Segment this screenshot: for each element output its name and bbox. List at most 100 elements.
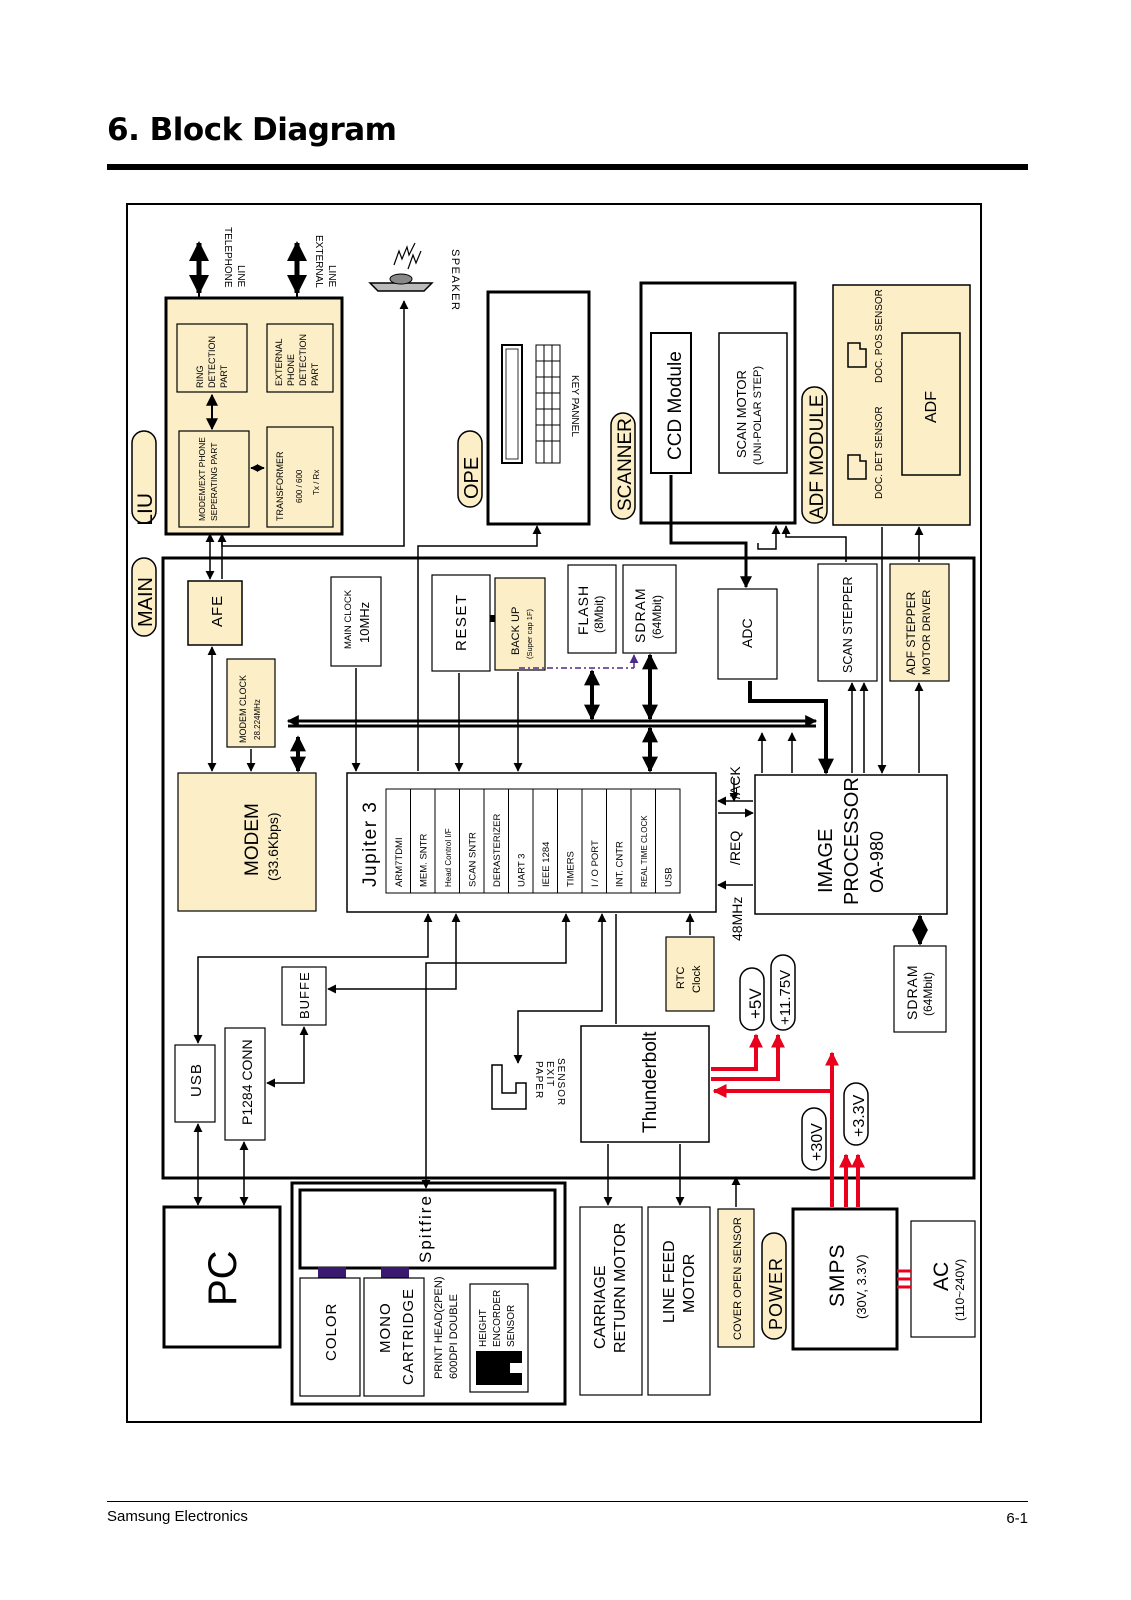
liu-section-tag xyxy=(131,430,157,524)
rtc-clock xyxy=(665,936,715,1012)
speaker-label: SPEAKER xyxy=(449,249,461,311)
svg-text:PHONE: PHONE xyxy=(286,354,296,386)
svg-text:ADF STEPPER: ADF STEPPER xyxy=(904,591,918,675)
external-line-label: EXTERNAL LINE xyxy=(313,235,337,288)
page-title: 6. Block Diagram xyxy=(107,112,397,148)
backup-supercap xyxy=(494,577,546,671)
ope-section-label: OPE xyxy=(461,457,483,499)
block-diagram: TELEPHONE LINE EXTERNAL LINE SPEAKER LIU… xyxy=(126,203,982,1423)
svg-text:(30V, 3.3V): (30V, 3.3V) xyxy=(854,1254,869,1319)
svg-text:EXIT: EXIT xyxy=(544,1061,555,1087)
ac-input xyxy=(910,1220,976,1338)
sdram-bottom xyxy=(893,945,947,1033)
spitfire-label: Spitfire xyxy=(416,1194,435,1263)
v1175-label: +11.75V xyxy=(777,970,794,1025)
footer-company: Samsung Electronics xyxy=(107,1508,248,1525)
scan-stepper-label: SCAN STEPPER xyxy=(841,576,855,673)
height-sensor-label: HEIGHT ENCORDER SENSOR xyxy=(478,1290,517,1347)
svg-text:(33.6Kbps): (33.6Kbps) xyxy=(265,813,281,881)
modem xyxy=(177,772,317,912)
adc-label: ADC xyxy=(739,618,755,648)
v5-label: +5V xyxy=(746,988,765,1019)
diagram-frame xyxy=(126,203,982,1423)
scanner-section-tag xyxy=(610,412,636,520)
jupiter-cell xyxy=(606,788,632,894)
paper-exit-sensor-icon xyxy=(491,1064,527,1110)
svg-text:Tx / Rx: Tx / Rx xyxy=(312,470,321,495)
flash xyxy=(567,564,617,654)
svg-text:PART: PART xyxy=(310,362,320,386)
signal-lines xyxy=(193,475,924,1207)
svg-text:IMAGE: IMAGE xyxy=(815,829,837,893)
jupiter-cell-label: USB xyxy=(664,867,675,887)
thunderbolt-label: Thunderbolt xyxy=(640,1031,661,1133)
scan-motor-label: SCAN MOTOR (UNI-POLAR STEP) xyxy=(734,366,764,465)
svg-text:FLASH: FLASH xyxy=(575,585,591,635)
svg-text:SDRAM: SDRAM xyxy=(632,587,648,643)
svg-text:MOTOR DRIVER: MOTOR DRIVER xyxy=(921,590,933,675)
doc-pos-sensor-icon xyxy=(847,342,867,368)
rtc-label: RTC Clock xyxy=(675,965,703,993)
doc-pos-sensor-label: DOC. POS SENSOR xyxy=(874,289,885,383)
scan-stepper xyxy=(817,563,878,682)
jupiter-cell xyxy=(557,788,583,894)
jupiter-cell xyxy=(655,788,681,894)
keypad-grid xyxy=(535,344,561,464)
scan-motor xyxy=(718,332,788,474)
jupiter-cell-label: MEM. SNTR xyxy=(419,834,430,887)
svg-text:SENSOR: SENSOR xyxy=(555,1058,566,1106)
paper-exit-label: PAPER EXIT SENSOR xyxy=(533,1058,566,1106)
power-section-tag xyxy=(761,1232,787,1340)
jupiter-cell-label: REAL TIME CLOCK xyxy=(640,815,649,887)
ring-detection-part xyxy=(176,323,248,393)
usb-port xyxy=(174,1044,216,1123)
jupiter-cell-label: TIMERS xyxy=(566,851,577,887)
p1284-label: P1284 CONN xyxy=(239,1039,255,1125)
transformer-label: TRANSFORMER 600 / 600 Tx / Rx xyxy=(275,451,321,521)
color-label: COLOR xyxy=(323,1303,340,1361)
svg-text:LINE: LINE xyxy=(326,265,337,288)
svg-text:SCAN MOTOR: SCAN MOTOR xyxy=(734,370,749,458)
jupiter-cell xyxy=(483,788,509,894)
v30-tag xyxy=(801,1107,827,1171)
v33-tag xyxy=(843,1082,869,1146)
svg-text:ENCORDER: ENCORDER xyxy=(492,1290,503,1347)
main-clock xyxy=(330,576,382,667)
image-processor xyxy=(754,774,948,915)
svg-text:PAPER: PAPER xyxy=(533,1061,544,1099)
jupiter-cell xyxy=(532,788,558,894)
jupiter-cell-label: SCAN SNTR xyxy=(468,832,479,887)
height-encoder-icon xyxy=(476,1351,522,1385)
spitfire xyxy=(298,1188,557,1270)
svg-text:EXTERNAL: EXTERNAL xyxy=(274,338,284,386)
line-feed-motor xyxy=(647,1206,711,1396)
cover-open-sensor xyxy=(717,1208,755,1348)
v33-label: +3.3V xyxy=(851,1094,868,1137)
adf-stepper-driver xyxy=(889,563,950,682)
svg-text:LINE: LINE xyxy=(235,265,246,288)
svg-text:(110~240V): (110~240V) xyxy=(953,1259,967,1321)
line-feed-label: LINE FEED MOTOR xyxy=(661,1240,698,1323)
svg-text:DETECTION: DETECTION xyxy=(207,336,217,388)
reset xyxy=(431,574,491,672)
adf-unit xyxy=(901,332,961,476)
modem-clock-label: MODEM CLOCK 28.224MHz xyxy=(238,675,262,743)
afe-label: AFE xyxy=(209,595,226,627)
svg-text:MONO: MONO xyxy=(377,1302,394,1353)
liu-section-label: LIU xyxy=(134,493,157,526)
req-label: /REQ xyxy=(727,831,743,865)
jupiter-cell xyxy=(434,788,460,894)
mono-cartridge xyxy=(363,1277,425,1397)
adc xyxy=(717,588,778,680)
jupiter-cell-label: Head Control I/F xyxy=(444,828,453,887)
mhz48-label: 48MHz xyxy=(729,897,745,941)
jupiter-cell-label: IEEE 1284 xyxy=(541,842,552,887)
jupiter-cell xyxy=(459,788,485,894)
pc xyxy=(162,1205,282,1349)
svg-text:SMPS: SMPS xyxy=(826,1243,849,1307)
jupiter-cell xyxy=(508,788,534,894)
modem-label: MODEM (33.6Kbps) xyxy=(242,803,281,881)
svg-text:28.224MHz: 28.224MHz xyxy=(253,699,262,740)
jupiter-cell-label: I / O PORT xyxy=(590,840,601,887)
v1175-tag xyxy=(770,954,796,1031)
